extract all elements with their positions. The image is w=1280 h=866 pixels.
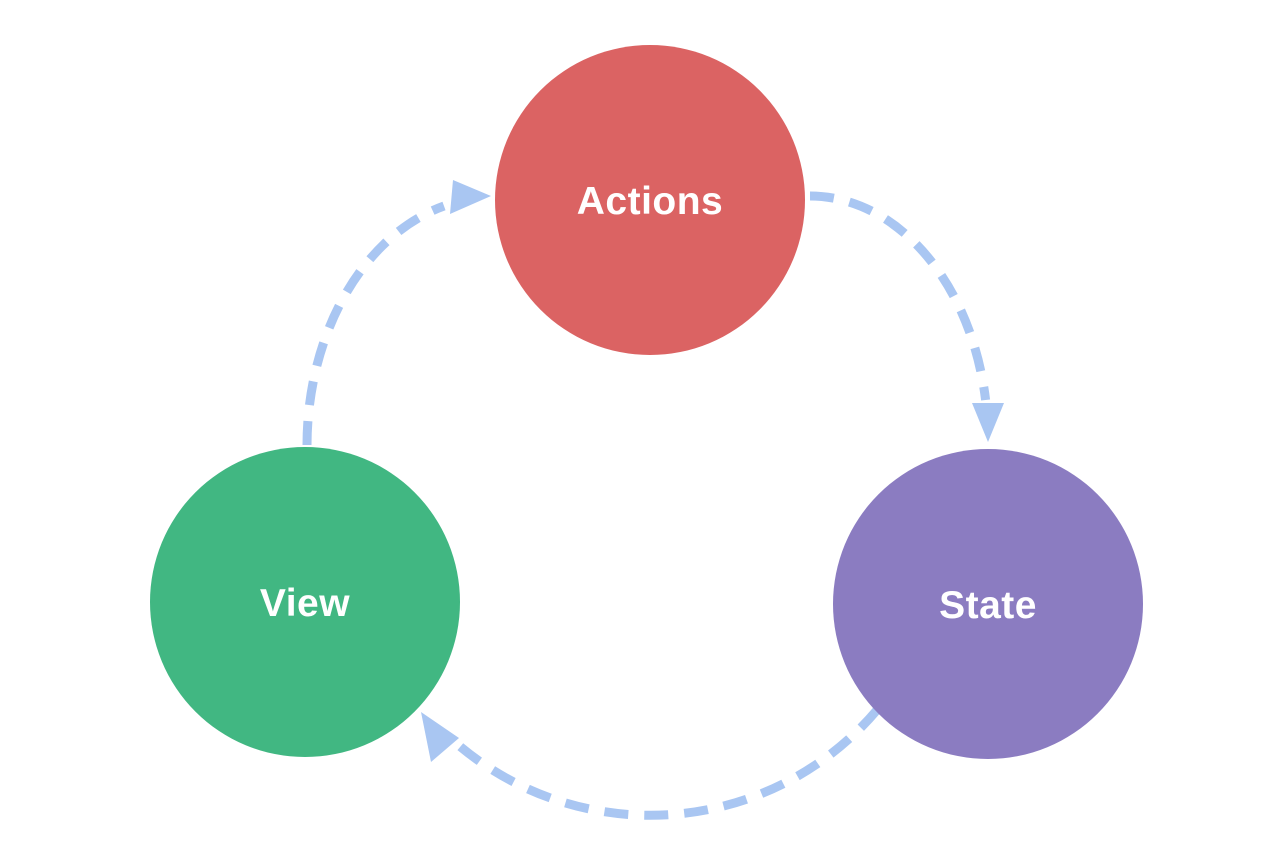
node-view-circle — [150, 447, 460, 757]
node-state-circle — [833, 449, 1143, 759]
arrowhead-into-view-icon — [421, 712, 459, 762]
edge-view-to-actions — [302, 201, 446, 446]
edge-actions-to-state — [809, 191, 991, 401]
arrowhead-into-actions-icon — [450, 180, 491, 214]
arrowhead-into-state-icon — [972, 403, 1004, 442]
node-actions-label: Actions — [577, 180, 724, 223]
node-actions-circle — [495, 45, 805, 355]
node-state: State — [833, 449, 1143, 759]
node-state-label: State — [939, 584, 1037, 627]
edge-state-to-view — [453, 707, 881, 820]
node-view-label: View — [260, 582, 350, 625]
node-actions: Actions — [495, 45, 805, 355]
node-view: View — [150, 447, 460, 757]
